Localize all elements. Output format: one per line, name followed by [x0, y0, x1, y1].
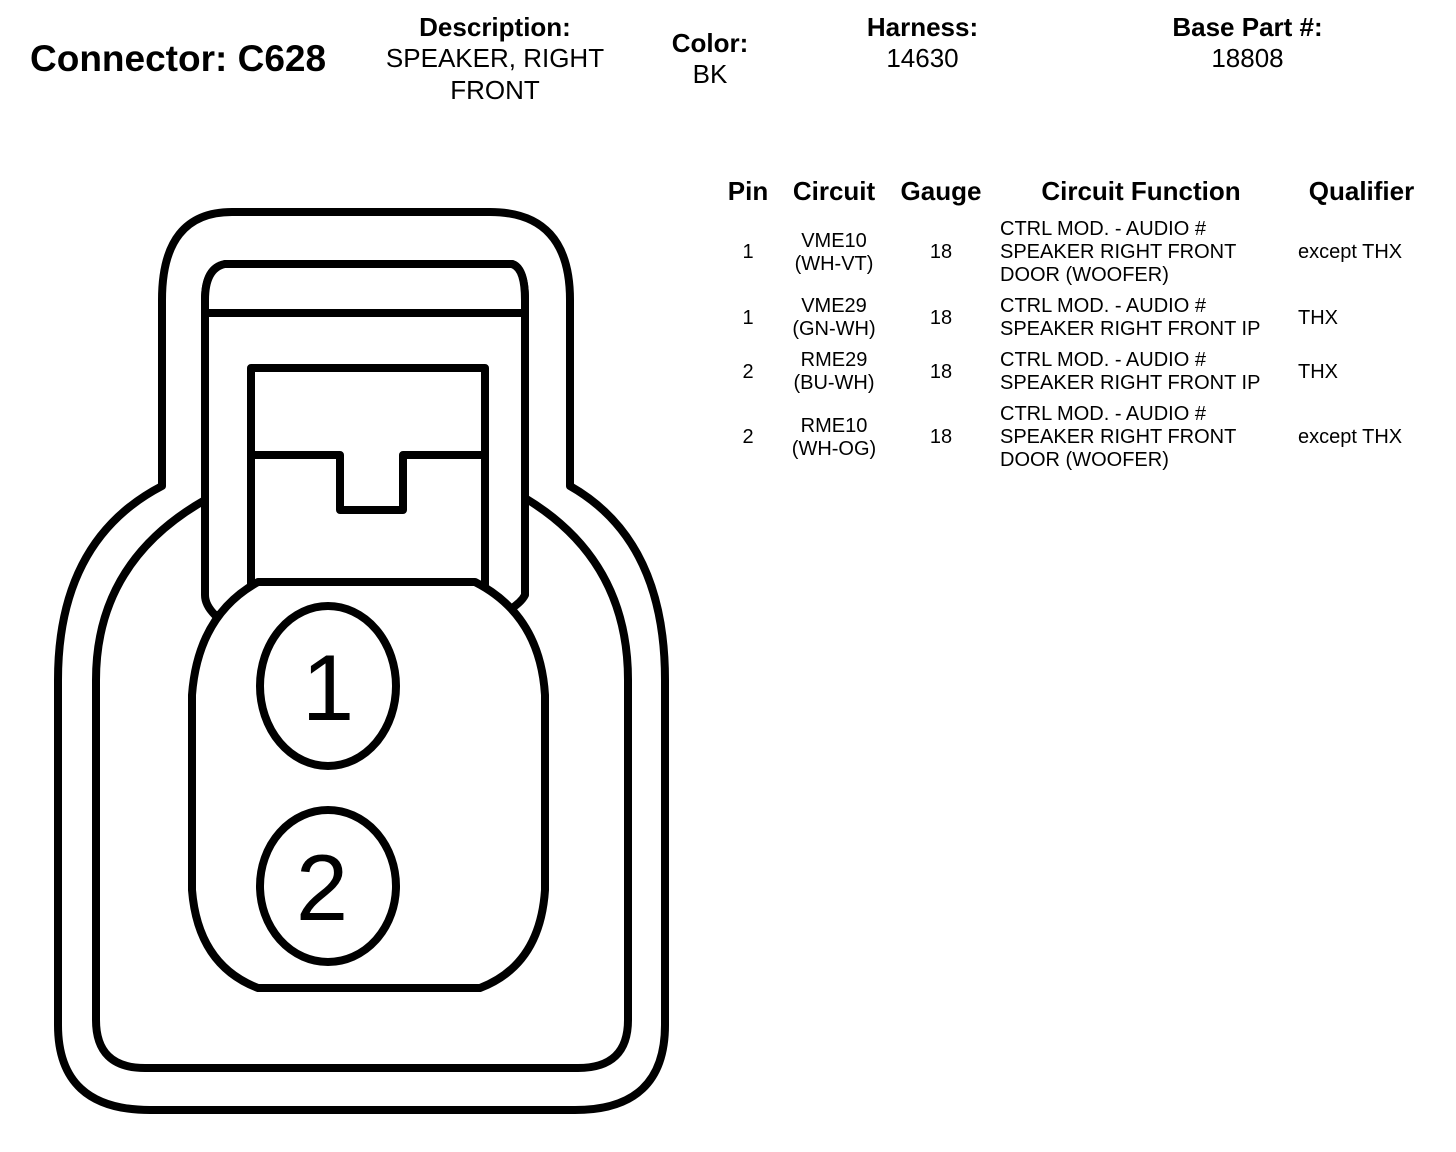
table-row: 2 RME29 (BU-WH) 18 CTRL MOD. - AUDIO # S…	[718, 347, 1433, 401]
column-header-circuit-function: Circuit Function	[1041, 176, 1241, 206]
pin-cell: 1	[742, 241, 754, 263]
gauge-cell: 18	[929, 306, 953, 329]
function-cell: CTRL MOD. - AUDIO # SPEAKER RIGHT FRONT …	[1000, 349, 1261, 394]
description-label: Description:	[419, 12, 571, 42]
column-header-qualifier: Qualifier	[1308, 176, 1415, 206]
color-label: Color:	[671, 28, 749, 58]
harness-block: Harness: 14630	[830, 12, 1015, 74]
connector-face-diagram: 1 2	[54, 208, 669, 1114]
pin-1-label: 1	[302, 635, 354, 740]
connector-title: Connector: C628	[30, 38, 327, 79]
gauge-cell: 18	[929, 360, 953, 383]
pin-cell: 1	[742, 306, 754, 329]
qualifier-cell: except THX	[1298, 241, 1403, 263]
description-value: SPEAKER, RIGHT FRONT	[385, 43, 605, 105]
table-header-row: Pin Circuit Gauge Circuit Function Quali…	[718, 176, 1433, 216]
pin-1-circle	[256, 602, 400, 770]
gauge-cell: 18	[929, 426, 953, 448]
harness-value: 14630	[886, 43, 959, 73]
harness-label: Harness:	[866, 12, 979, 42]
base-part-label: Base Part #:	[1172, 12, 1323, 42]
column-header-pin: Pin	[727, 176, 769, 206]
table-row: 1 VME29 (GN-WH) 18 CTRL MOD. - AUDIO # S…	[718, 293, 1433, 347]
base-part-block: Base Part #: 18808	[1150, 12, 1345, 74]
qualifier-cell: THX	[1298, 306, 1338, 329]
pin-cell: 2	[742, 426, 754, 448]
description-block: Description: SPEAKER, RIGHT FRONT	[370, 12, 620, 106]
function-cell: CTRL MOD. - AUDIO # SPEAKER RIGHT FRONT …	[1000, 295, 1261, 340]
color-value: BK	[692, 59, 728, 89]
circuit-cell: RME10 (WH-OG)	[791, 414, 877, 460]
pin-2-circle	[256, 806, 400, 966]
qualifier-cell: THX	[1298, 360, 1338, 383]
latch-notch	[251, 451, 485, 514]
column-header-gauge: Gauge	[900, 176, 982, 206]
pin-2-label: 2	[296, 835, 348, 940]
circuit-cell: VME29 (GN-WH)	[792, 295, 876, 340]
circuit-cell: RME29 (BU-WH)	[793, 349, 875, 394]
function-cell: CTRL MOD. - AUDIO # SPEAKER RIGHT FRONT …	[1000, 218, 1237, 286]
base-part-value: 18808	[1211, 43, 1284, 73]
table-row: 1 VME10 (WH-VT) 18 CTRL MOD. - AUDIO # S…	[718, 216, 1433, 293]
qualifier-cell: except THX	[1298, 426, 1403, 448]
color-block: Color: BK	[650, 28, 770, 90]
pin-table: Pin Circuit Gauge Circuit Function Quali…	[718, 176, 1433, 478]
latch-window	[247, 364, 489, 607]
gauge-cell: 18	[929, 241, 953, 263]
pin-cell: 2	[742, 360, 754, 383]
column-header-circuit: Circuit	[792, 176, 876, 206]
circuit-cell: VME10 (WH-VT)	[794, 229, 874, 275]
function-cell: CTRL MOD. - AUDIO # SPEAKER RIGHT FRONT …	[1000, 403, 1237, 471]
table-row: 2 RME10 (WH-OG) 18 CTRL MOD. - AUDIO # S…	[718, 401, 1433, 478]
